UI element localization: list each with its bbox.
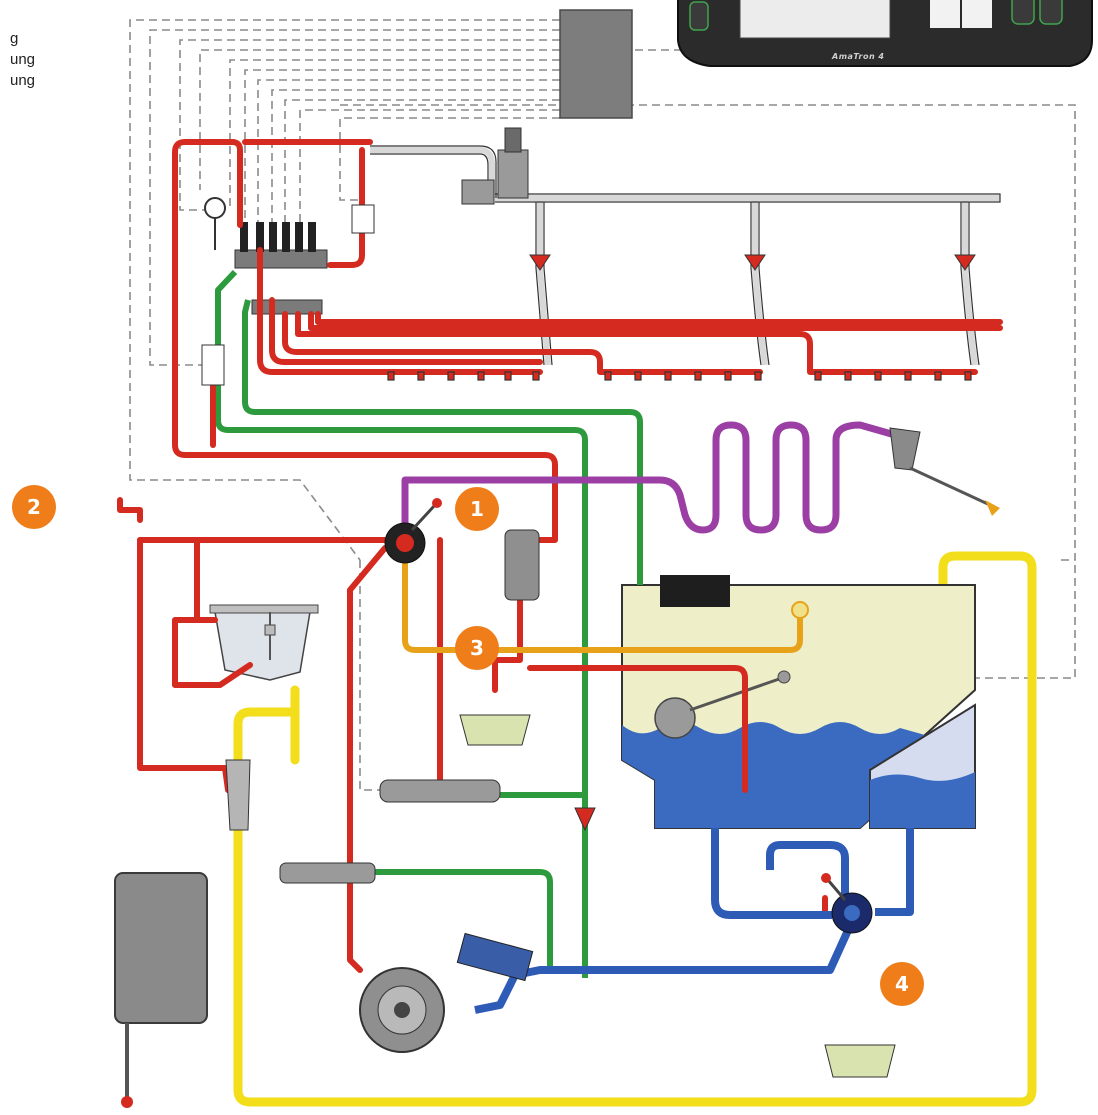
legend-line-1: g — [10, 30, 19, 47]
callout-4: 4 — [880, 962, 924, 1006]
terminal-device — [677, 0, 1093, 67]
callout-1: 1 — [455, 487, 499, 531]
pressure-filter — [504, 529, 540, 601]
control-box — [559, 9, 633, 119]
legend-line-2: ung — [10, 51, 36, 68]
spray-gun — [889, 427, 1000, 516]
nozzle-bodies — [387, 371, 972, 381]
rotating-nozzle — [791, 601, 809, 619]
flow-meter — [201, 204, 375, 386]
section-valves — [204, 197, 328, 315]
return-lines — [215, 269, 643, 978]
agitator-valve — [279, 779, 501, 884]
legend-text: g ung ung — [10, 28, 35, 91]
pump — [359, 967, 445, 1053]
pressure-lines — [117, 139, 1003, 973]
legend-line-3: ung — [10, 72, 36, 89]
injector — [225, 759, 251, 831]
boom-check-valves — [529, 254, 976, 271]
selector-valve-4 — [821, 873, 873, 934]
buckets — [459, 714, 896, 1078]
clean-water-line — [233, 551, 1037, 1107]
pressure-regulator — [461, 127, 529, 205]
terminal-brand: AmaTron 4 — [832, 52, 885, 61]
freshwater-tank — [869, 703, 976, 829]
callout-3: 3 — [455, 626, 499, 670]
induction-hopper — [209, 604, 319, 681]
callout-2: 2 — [12, 485, 56, 529]
selector-valve-1 — [384, 498, 442, 564]
rinse-line — [402, 555, 803, 653]
suction-filter — [456, 932, 534, 982]
chemical-canister — [114, 872, 208, 1108]
washdown-hose — [401, 421, 899, 534]
check-valve — [574, 807, 596, 832]
